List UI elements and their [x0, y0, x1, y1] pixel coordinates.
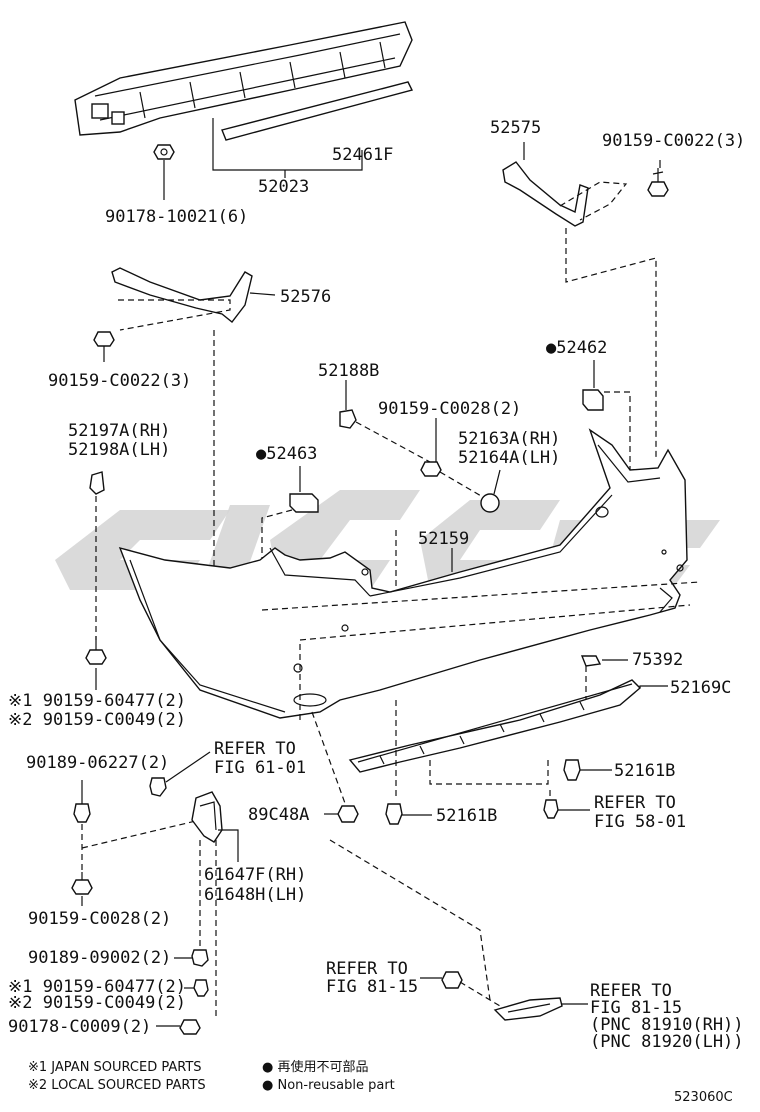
label-52575: 52575 — [490, 118, 541, 138]
label-90159-C0028-top: 90159-C0028(2) — [378, 399, 521, 419]
screw-refer-58-01[interactable] — [543, 799, 559, 819]
label-52197A: 52197A(RH) — [68, 421, 170, 441]
label-52198A: 52198A(LH) — [68, 440, 170, 460]
label-90159-60477-b: ※1 90159-60477(2) — [8, 977, 186, 997]
label-61647F: 61647F(RH) — [204, 865, 306, 885]
clip-52188B[interactable] — [339, 409, 357, 429]
label-refer-81-15-right-b: FIG 81-15 — [590, 998, 682, 1018]
rear-bumper-cover-52159[interactable] — [118, 428, 688, 719]
label-refer-61-01-a: REFER TO — [214, 739, 296, 759]
label-90178-10021: 90178-10021(6) — [105, 207, 248, 227]
screw-90159-60477-upper[interactable] — [85, 636, 107, 665]
label-pnc-81920: (PNC 81920(LH)) — [590, 1032, 744, 1052]
legend-japan-sourced: ※1 JAPAN SOURCED PARTS — [28, 1060, 202, 1075]
cover-52163A[interactable] — [480, 493, 500, 513]
clip-refer-61-01[interactable] — [149, 777, 167, 797]
label-90159-60477-a: ※1 90159-60477(2) — [8, 691, 186, 711]
label-52188B: 52188B — [318, 361, 379, 381]
pad-52462[interactable] — [582, 389, 604, 411]
label-90178-C0009: 90178-C0009(2) — [8, 1017, 151, 1037]
label-refer-61-01-b: FIG 61-01 — [214, 758, 306, 778]
retainer-strip-52461F[interactable] — [221, 81, 414, 141]
label-refer-81-15-b: FIG 81-15 — [326, 977, 418, 997]
diagram-code: 523060C — [674, 1090, 733, 1105]
label-52164A: 52164A(LH) — [458, 448, 560, 468]
pad-52463[interactable] — [289, 493, 319, 513]
label-90159-C0022-right: 90159-C0022(3) — [602, 131, 745, 151]
label-52161B-right: 52161B — [614, 761, 675, 781]
retainer-52576[interactable] — [111, 267, 253, 323]
screw-90159-C0022-left[interactable] — [93, 331, 115, 362]
legend-non-reusable-jp: ● 再使用不可部品 — [262, 1059, 368, 1075]
label-52169C: 52169C — [670, 678, 731, 698]
nut-90178-C0009[interactable] — [179, 1019, 201, 1035]
clip-90189-06227[interactable] — [73, 803, 91, 823]
label-refer-81-15-right-a: REFER TO — [590, 981, 672, 1001]
label-52163A: 52163A(RH) — [458, 429, 560, 449]
label-refer-58-01-b: FIG 58-01 — [594, 812, 686, 832]
nut-90178-10021[interactable] — [153, 144, 175, 160]
label-52461F: 52461F — [332, 145, 393, 165]
label-52023: 52023 — [258, 177, 309, 197]
label-refer-81-15-a: REFER TO — [326, 959, 408, 979]
screw-90159-C0028-top[interactable] — [420, 461, 442, 477]
nut-89C48A[interactable] — [337, 805, 359, 823]
screw-90159-60477-lower[interactable] — [193, 979, 209, 997]
legend-local-sourced: ※2 LOCAL SOURCED PARTS — [28, 1078, 206, 1093]
label-61648H: 61648H(LH) — [204, 885, 306, 905]
label-90159-C0049-a: ※2 90159-C0049(2) — [8, 710, 186, 730]
bracket-61647F[interactable] — [191, 791, 223, 843]
label-90189-06227: 90189-06227(2) — [26, 753, 169, 773]
rear-bumper-reinforcement[interactable] — [74, 21, 413, 136]
label-90159-C0028-bottom: 90159-C0028(2) — [28, 909, 171, 929]
clip-52161B-center[interactable] — [385, 803, 403, 825]
legend-non-reusable-en: ● Non-reusable part — [262, 1078, 395, 1093]
screw-90159-C0022-right[interactable] — [647, 168, 669, 197]
screw-90159-C0028-bottom[interactable] — [71, 872, 93, 895]
label-52159: 52159 — [418, 529, 469, 549]
label-90159-C0049-b: ※2 90159-C0049(2) — [8, 993, 186, 1013]
lower-panel-52169C[interactable] — [348, 679, 642, 773]
label-90189-09002: 90189-09002(2) — [28, 948, 171, 968]
clip-75392[interactable] — [580, 655, 602, 667]
label-90159-C0022-left: 90159-C0022(3) — [48, 371, 191, 391]
clip-52197A[interactable] — [89, 471, 105, 495]
clip-52161B-right[interactable] — [563, 759, 581, 781]
label-pnc-81910: (PNC 81910(RH)) — [590, 1015, 744, 1035]
clip-90189-09002[interactable] — [191, 949, 209, 967]
label-52462: ●52462 — [546, 338, 607, 358]
retainer-52575[interactable] — [502, 161, 589, 227]
reflector-81910[interactable] — [493, 997, 563, 1021]
label-52161B-center: 52161B — [436, 806, 497, 826]
label-52463: ●52463 — [256, 444, 317, 464]
label-52576: 52576 — [280, 287, 331, 307]
label-75392: 75392 — [632, 650, 683, 670]
label-89C48A: 89C48A — [248, 805, 309, 825]
screw-refer-81-15[interactable] — [441, 971, 463, 989]
label-refer-58-01-a: REFER TO — [594, 793, 676, 813]
